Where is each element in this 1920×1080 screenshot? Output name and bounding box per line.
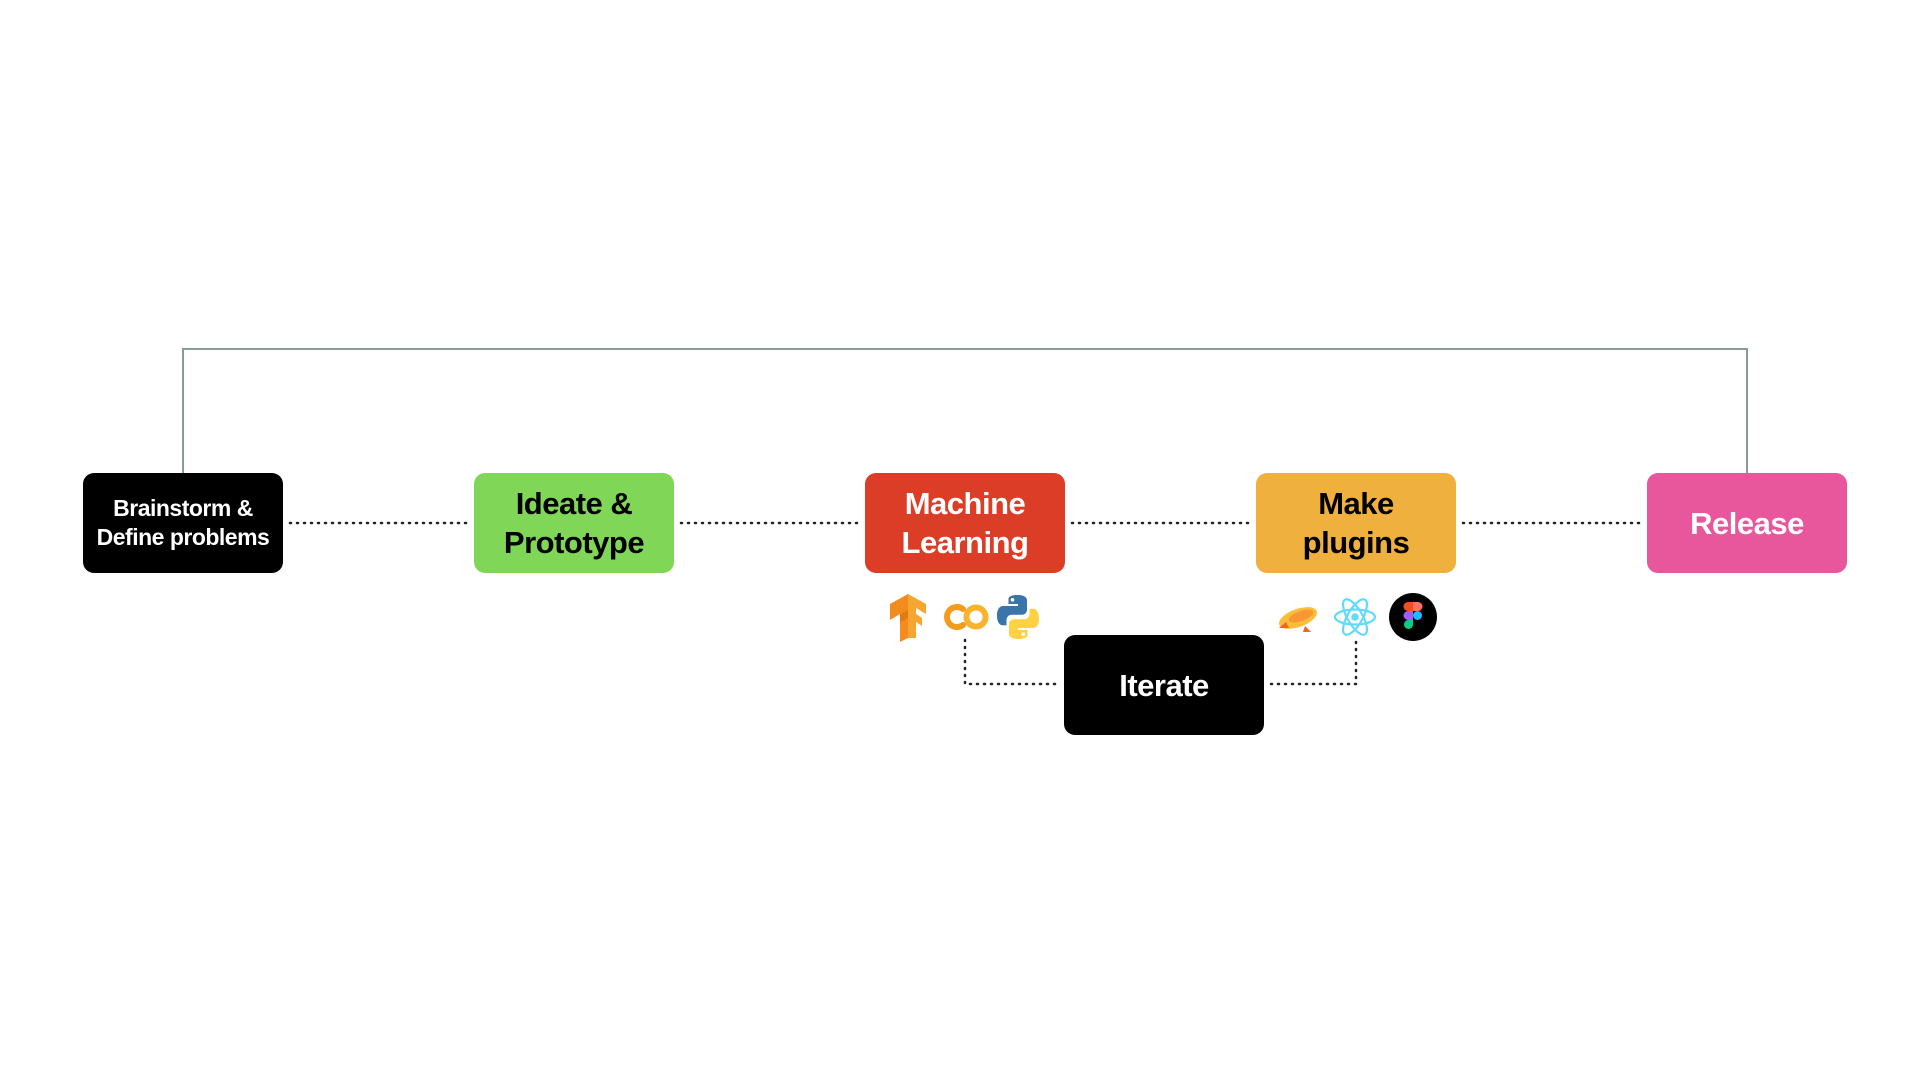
- connector-plugins-iterate: [1269, 638, 1358, 686]
- zeplin-icon: [1278, 607, 1318, 632]
- step-release: Release: [1647, 473, 1847, 573]
- step-make-plugins: Make plugins: [1256, 473, 1456, 573]
- step-brainstorm: Brainstorm & Define problems: [83, 473, 283, 573]
- python-icon: [997, 595, 1039, 639]
- figma-icon: [1389, 593, 1437, 641]
- feedback-loop-line: [182, 348, 1748, 473]
- step-ideate: Ideate & Prototype: [474, 473, 674, 573]
- react-icon: [1333, 598, 1377, 636]
- colab-icon: [944, 604, 989, 630]
- step-iterate-label: Iterate: [1119, 667, 1209, 703]
- connector-ml-iterate: [963, 638, 1060, 686]
- step-machine-learning: Machine Learning: [865, 473, 1065, 573]
- step-release-label: Release: [1690, 505, 1804, 541]
- tensorflow-icon: [890, 594, 926, 642]
- step-iterate: Iterate: [1064, 635, 1264, 735]
- step-brainstorm-label: Brainstorm & Define problems: [96, 495, 270, 550]
- step-machine-learning-label: Machine Learning: [901, 486, 1029, 560]
- step-make-plugins-label: Make plugins: [1302, 486, 1410, 560]
- step-ideate-label: Ideate & Prototype: [503, 486, 645, 560]
